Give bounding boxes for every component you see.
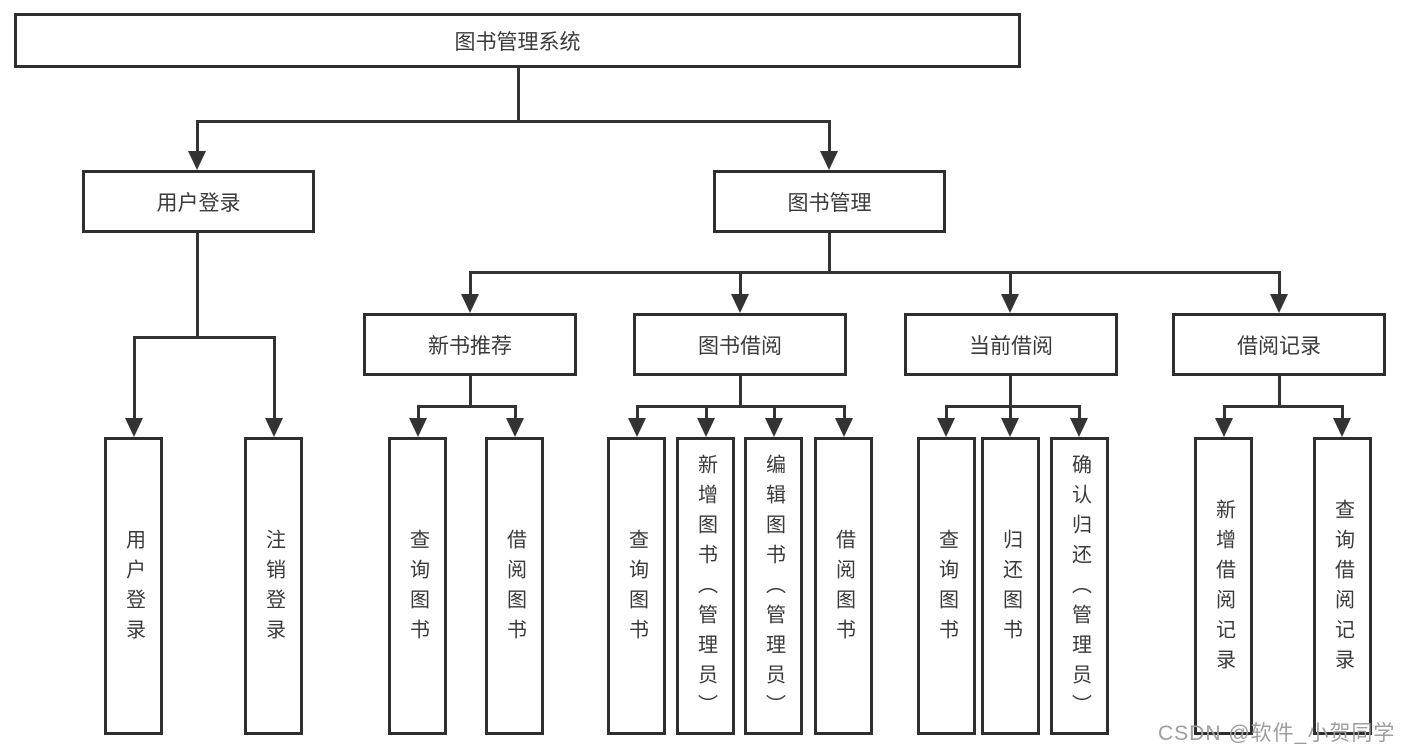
connector-newbook-stem [468,376,472,408]
leaf-query-borrow-record: 查询借阅记录 [1313,437,1372,735]
arrow-to-book-management [827,120,831,152]
arrow-to-new-book-recommend [468,271,472,295]
leaf-add-book-admin: 新增图书（管理员） [676,437,735,735]
arrow-to-leaf-query-books-1 [416,405,420,419]
leaf-borrow-books-2: 借阅图书 [814,437,873,735]
arrow-to-leaf-borrow-books-2 [842,405,846,419]
leaf-confirm-return-admin: 确认归还（管理员） [1050,437,1109,735]
arrow-to-book-borrow [738,271,742,295]
connector-userlogin-stem [195,233,199,339]
arrow-to-borrow-records [1277,271,1281,295]
arrow-to-leaf-query-record [1340,405,1344,419]
node-new-book-recommend: 新书推荐 [363,313,577,376]
arrow-to-leaf-borrow-books-1 [513,405,517,419]
node-user-login: 用户登录 [82,170,315,233]
connector-level2-bar [468,271,1281,274]
connector-bookmgmt-stem [827,233,831,274]
arrow-to-leaf-return-books [1008,405,1012,419]
connector-borrow-bar [635,405,846,408]
arrow-to-leaf-add-book [704,405,708,419]
watermark: CSDN @软件_小贺同学 [1158,722,1396,745]
leaf-user-login: 用户登录 [104,437,163,735]
arrow-to-current-borrow [1008,271,1012,295]
connector-userlogin-bar [132,336,276,339]
leaf-query-books-1: 查询图书 [388,437,447,735]
leaf-query-books-3: 查询图书 [917,437,976,735]
leaf-edit-book-admin: 编辑图书（管理员） [744,437,803,735]
connector-root-stem [516,68,520,123]
connector-level1-bar [195,120,831,123]
leaf-logout: 注销登录 [244,437,303,735]
node-current-borrow: 当前借阅 [904,313,1118,376]
connector-records-stem [1277,376,1281,408]
connector-current-bar [944,405,1081,408]
arrow-to-leaf-query-books-3 [944,405,948,419]
arrow-to-leaf-logout [272,336,276,419]
node-book-borrow: 图书借阅 [633,313,847,376]
node-book-management: 图书管理 [713,170,946,233]
arrow-to-leaf-query-books-2 [635,405,639,419]
arrow-to-leaf-add-record [1222,405,1226,419]
leaf-query-books-2: 查询图书 [607,437,666,735]
arrow-to-leaf-confirm-return [1077,405,1081,419]
connector-records-bar [1222,405,1344,408]
node-library-system: 图书管理系统 [14,13,1021,68]
arrow-to-leaf-user-login [132,336,136,419]
leaf-return-books: 归还图书 [981,437,1040,735]
node-borrow-records: 借阅记录 [1172,313,1386,376]
connector-newbook-bar [416,405,517,408]
arrow-to-user-login [195,120,199,152]
leaf-borrow-books-1: 借阅图书 [485,437,544,735]
connector-borrow-stem [738,376,742,408]
connector-current-stem [1008,376,1012,408]
arrow-to-leaf-edit-book [772,405,776,419]
leaf-add-borrow-record: 新增借阅记录 [1194,437,1253,735]
